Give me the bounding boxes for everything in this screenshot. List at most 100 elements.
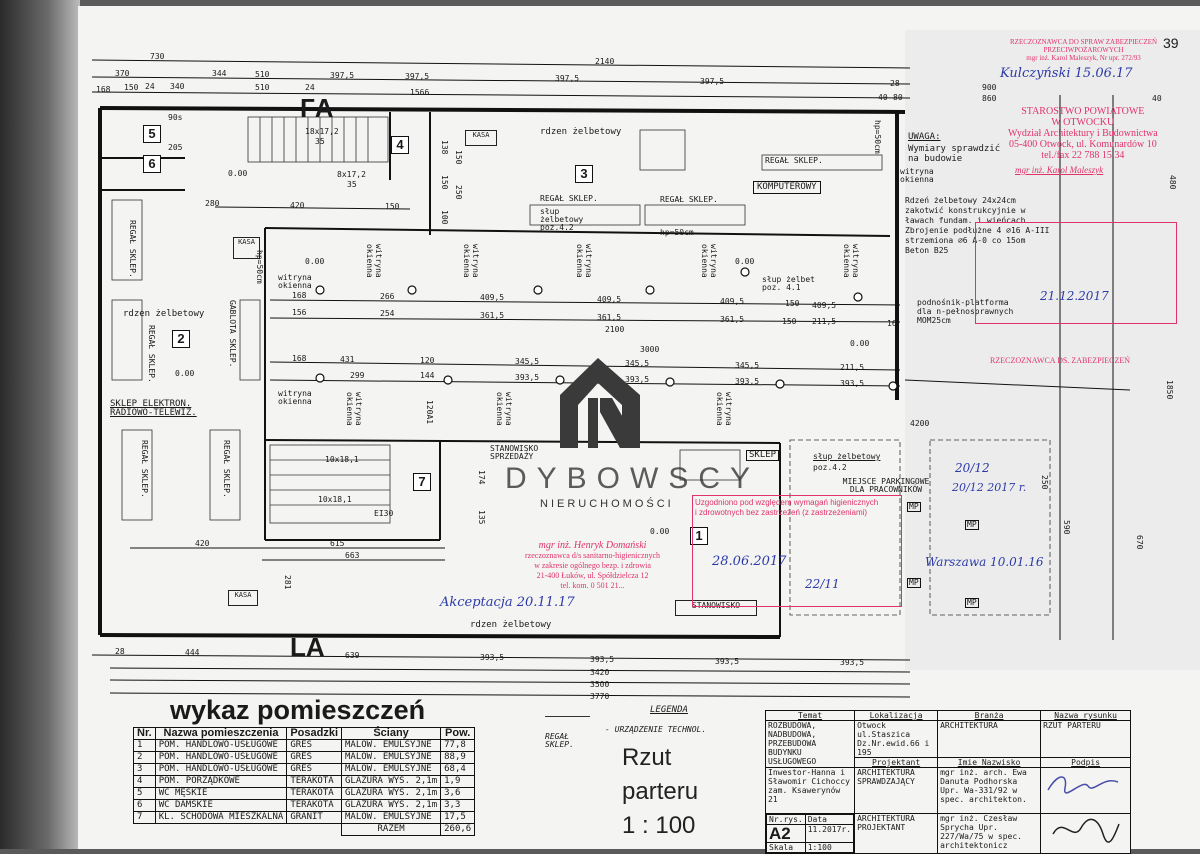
dimension-label: 3770 — [590, 692, 610, 701]
stair-label: 10x18,1 — [318, 495, 352, 504]
designer-header: Projektant — [854, 757, 939, 768]
drawing-date: 11.2017r. — [804, 824, 855, 843]
watermark-subtitle: NIERUCHOMOŚCI — [540, 498, 674, 510]
dimension-label: 254 — [380, 309, 395, 318]
stamp-line: Wydział Architektury i Budownictwa — [1008, 128, 1158, 139]
dimension-label: 340 — [170, 82, 185, 91]
note-line: Zbrojenie podłużne 4 ∅16 A-III — [905, 226, 1050, 235]
dimension-label: 397,5 — [700, 77, 725, 86]
dimension-label: 393,5 — [480, 653, 505, 662]
attached-approval-sheet — [905, 30, 1200, 670]
outer-walls — [98, 106, 906, 639]
parking-marker: MP — [965, 520, 979, 530]
handwritten-date: 20/12 2017 r. — [952, 481, 1027, 494]
header-area: Pow. — [440, 727, 476, 740]
temat-value: ROZBUDOWA, NADBUDOWA, PRZEBUDOWA BUDYNKU… — [764, 720, 856, 768]
shop-window-label: witryna okienna — [365, 244, 383, 278]
dimension-label: 344 — [212, 69, 227, 78]
dimension-label: 397,5 — [405, 72, 430, 81]
drawing-name-value: RZUT PARTERU — [1040, 720, 1132, 758]
dimension-label: 1850 — [1165, 380, 1174, 400]
shop-window-label: witryna okienna — [715, 392, 733, 426]
shelf-label: REGAŁ SKLEP. — [222, 440, 231, 498]
dimension-label: 138 — [440, 140, 449, 155]
kasa-label: KASA — [238, 238, 255, 246]
dimension-label: 615 — [330, 539, 345, 548]
designer-name: mgr inż. Czesław Sprycha Upr. 227/Wa/75 … — [937, 813, 1042, 854]
cell: MALOW. EMULSYJNE — [340, 739, 442, 752]
cell: WC MĘSKIE — [154, 787, 288, 800]
cell: KL. SCHODOWA MIESZKALNA — [154, 811, 288, 824]
note-title: UWAGA: — [908, 132, 941, 142]
dimension-label: 168 — [292, 291, 307, 300]
level-mark: 0.00 — [175, 369, 195, 378]
room-number-5: 5 — [143, 125, 161, 143]
total-value: 260,6 — [440, 823, 476, 836]
dimension-label: 393,5 — [840, 379, 865, 388]
column-label: poz.4.2 — [813, 463, 847, 472]
cell: 68,4 — [440, 763, 476, 776]
level-mark: 0.00 — [305, 257, 325, 266]
branch-value: ARCHITEKTURA — [937, 720, 1042, 758]
cell: 3,3 — [440, 799, 476, 812]
kasa-label: KASA — [472, 131, 490, 139]
dimension-label: 670 — [1135, 535, 1144, 550]
dimension-label: 860 — [982, 94, 997, 103]
designer-role: ARCHITEKTURA PROJEKTANT — [854, 813, 939, 854]
location-header: Lokalizacja — [854, 710, 939, 721]
level-mark: 0.00 — [650, 527, 670, 536]
dimension-label: 156 — [292, 308, 307, 317]
cell: MALOW. EMULSYJNE — [340, 763, 442, 776]
dimension-label: 150 — [440, 175, 449, 190]
cell: GLAZURA WYS. 2,1m — [340, 787, 442, 800]
level-mark: 0.00 — [735, 257, 755, 266]
dimension-label: 393,5 — [515, 373, 540, 382]
shop-window-label: witryna okienna — [462, 244, 480, 278]
header-name: Nazwa pomieszczenia — [154, 727, 288, 740]
dimension-label: 120 — [420, 356, 435, 365]
dimension-label: 144 — [420, 371, 435, 380]
room-number-4: 4 — [391, 136, 409, 154]
designer-signature — [1040, 813, 1132, 854]
domanski-stamp: mgr inż. Henryk Domański rzeczoznawca d/… — [525, 540, 660, 591]
header-nr: Nr. — [133, 727, 156, 740]
drawing-title-line2: parteru — [622, 778, 699, 805]
stamp-line: 21-400 Łuków, ul. Spółdzielcza 12 — [536, 571, 649, 580]
dimension-label: 24 — [305, 83, 315, 92]
note-line: Beton B25 — [905, 246, 949, 255]
handwritten-note: Kulczyński 15.06.17 — [1000, 66, 1133, 81]
dimension-label: 409,5 — [597, 295, 622, 304]
section-mark-bottom: LA — [290, 632, 325, 662]
rc-core-label: rdzen żelbetowy — [540, 127, 622, 137]
dimension-label: 299 — [350, 371, 365, 380]
cell: MALOW. EMULSYJNE — [340, 811, 442, 824]
title-block: Temat Lokalizacja Branża Nazwa rysunku R… — [764, 710, 1132, 854]
shop-window-label: witryna okienna — [278, 389, 312, 406]
note-line: podnośnik-platforma — [917, 298, 1009, 307]
level-mark: 0.00 — [850, 339, 870, 348]
dimension-label: 24 — [145, 82, 155, 91]
cell: GRES — [286, 739, 342, 752]
dimension-label: 444 — [185, 648, 200, 657]
note-line: strzemiona ∅6 A-0 co 15om — [905, 236, 1026, 245]
drawing-scale: 1 : 100 — [622, 812, 696, 839]
dimension-label: 397,5 — [330, 71, 355, 80]
legend-title: LEGENDA — [650, 705, 688, 715]
dimension-label: 345,5 — [515, 357, 540, 366]
dimension-label: 250 — [454, 185, 463, 200]
rc-core-note: Rdzeń żelbetowy 24x24cm zakotwić konstru… — [905, 196, 1050, 256]
workstation: STANOWISKO — [675, 600, 757, 616]
handwritten-note: 21.12.2017 — [1040, 289, 1109, 303]
hygiene-stamp-box: Uzgodniono pod względem wymagań higienic… — [692, 495, 902, 607]
dimension-label: 150 — [454, 150, 463, 165]
workstation-label: STANOWISKO — [691, 601, 741, 610]
cell: GLAZURA WYS. 2,1m — [340, 775, 442, 788]
dimension-label: 431 — [340, 355, 355, 364]
shop-window-label: witryna okienna — [700, 244, 718, 278]
stair-label: 10x18,1 — [325, 455, 359, 464]
dimension-label: 211,5 — [812, 317, 837, 326]
dimension-label: 4200 — [910, 419, 930, 428]
investor-value: Inwestor-Hanna i Sławomir Cichoccy zam. … — [764, 767, 856, 814]
dimension-label: 150 — [385, 202, 400, 211]
